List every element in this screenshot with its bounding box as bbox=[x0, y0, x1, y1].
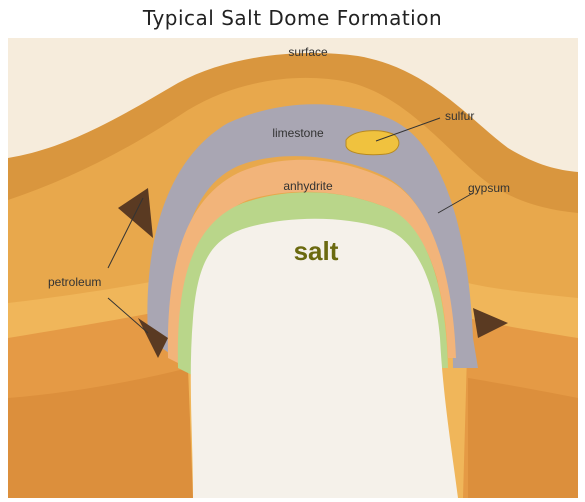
sulfur-deposit bbox=[346, 131, 399, 155]
salt-dome-svg: surface sulfur limestone anhydrite gypsu… bbox=[8, 38, 578, 498]
gypsum-label: gypsum bbox=[468, 181, 510, 195]
surface-label: surface bbox=[288, 45, 328, 59]
limestone-label: limestone bbox=[272, 126, 324, 140]
sulfur-label: sulfur bbox=[445, 109, 474, 123]
petroleum-label: petroleum bbox=[48, 275, 101, 289]
salt-label: salt bbox=[294, 236, 339, 266]
anhydrite-label: anhydrite bbox=[283, 179, 333, 193]
right-deep-sediment bbox=[468, 378, 578, 498]
salt-dome-diagram: surface sulfur limestone anhydrite gypsu… bbox=[8, 38, 578, 498]
diagram-title: Typical Salt Dome Formation bbox=[0, 6, 585, 30]
